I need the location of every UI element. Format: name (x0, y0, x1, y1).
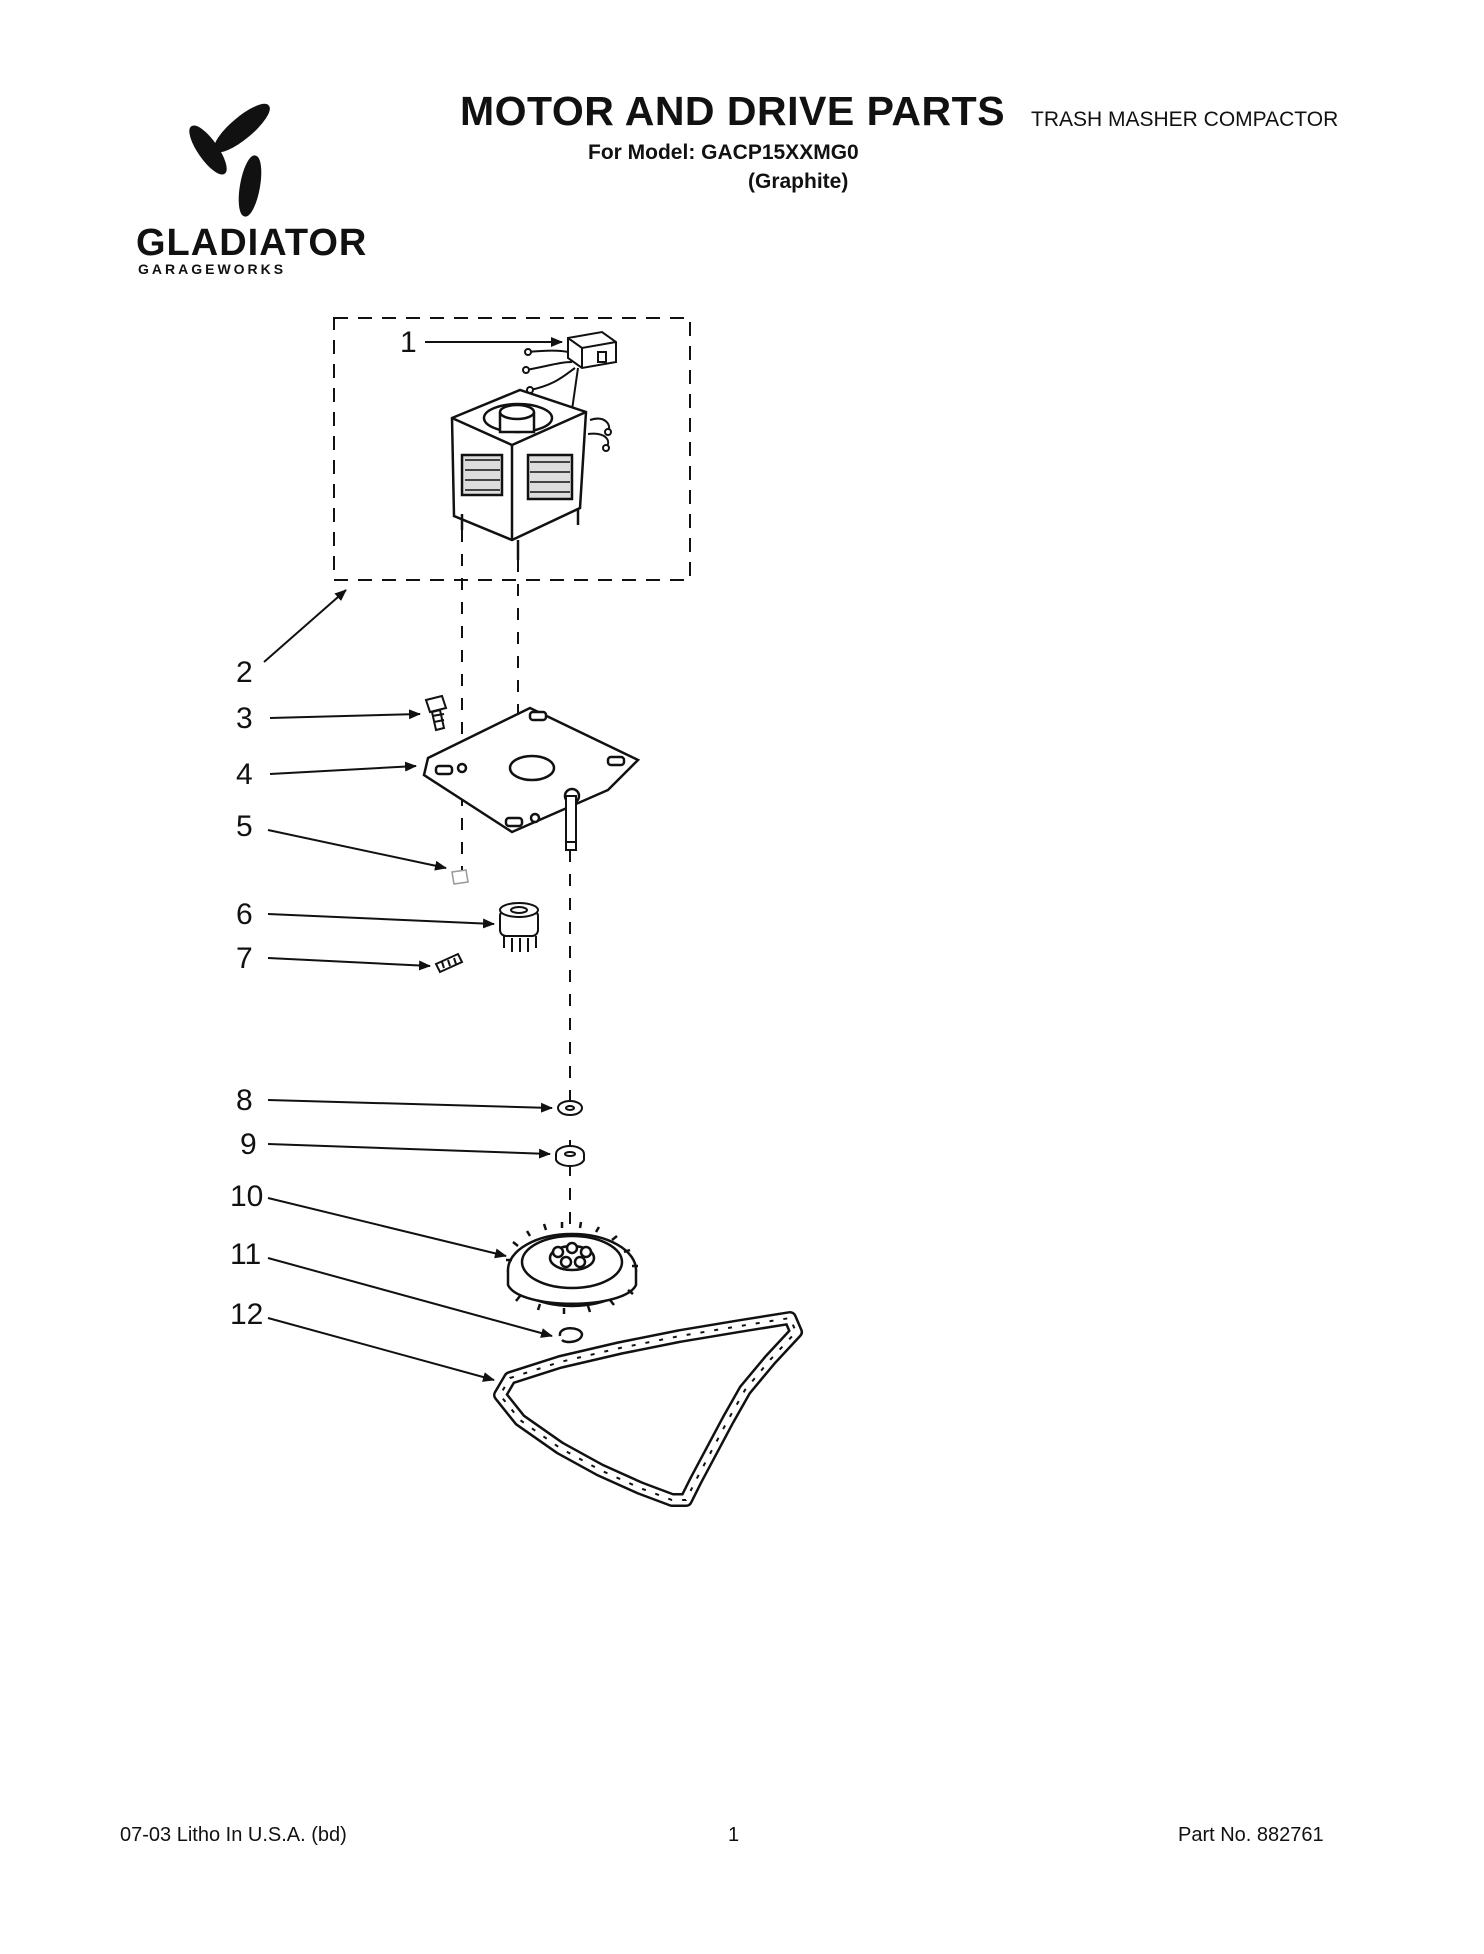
callout-5: 5 (236, 810, 253, 843)
callout-11: 11 (230, 1238, 262, 1271)
callout-4: 4 (236, 758, 253, 791)
logo-sub-text: GARAGEWORKS (138, 261, 287, 277)
page-title: MOTOR AND DRIVE PARTS (460, 88, 1006, 134)
callout-1: 1 (400, 326, 417, 359)
page-subtitle: TRASH MASHER COMPACTOR (1031, 108, 1339, 131)
part-3-screw (424, 694, 448, 732)
callout-6: 6 (236, 898, 253, 931)
part-11-retaining-ring (558, 1327, 584, 1344)
part-8-washer (557, 1100, 583, 1116)
motor-assembly-box (333, 317, 691, 581)
callout-7: 7 (236, 942, 253, 975)
finish-label: (Graphite) (748, 170, 849, 193)
footer-litho: 07-03 Litho In U.S.A. (bd) (120, 1824, 347, 1846)
callout-8: 8 (236, 1084, 253, 1117)
logo-brand-text: GLADIATOR (136, 222, 368, 264)
model-number: For Model: GACP15XXMG0 (588, 141, 859, 164)
part-4-mounting-plate (422, 706, 641, 834)
callout-2: 2 (236, 656, 253, 689)
part-2-motor (450, 388, 588, 560)
callout-12: 12 (230, 1298, 264, 1331)
footer-page-number: 1 (728, 1824, 740, 1846)
part-7-set-screw (434, 952, 464, 974)
part-9-spacer (555, 1145, 585, 1167)
plate-stud (565, 795, 577, 851)
callout-9: 9 (240, 1128, 257, 1161)
callout-10: 10 (230, 1180, 264, 1213)
part-6-pinion-gear (499, 902, 539, 952)
part-5-set-screw (451, 869, 469, 885)
part-1-terminal-block (522, 330, 617, 452)
footer-part-number: Part No. 882761 (1178, 1824, 1324, 1846)
callout-leaders (263, 337, 563, 1382)
callout-3: 3 (236, 702, 253, 735)
part-10-sprocket (506, 1221, 638, 1314)
part-12-chain (493, 1311, 803, 1507)
